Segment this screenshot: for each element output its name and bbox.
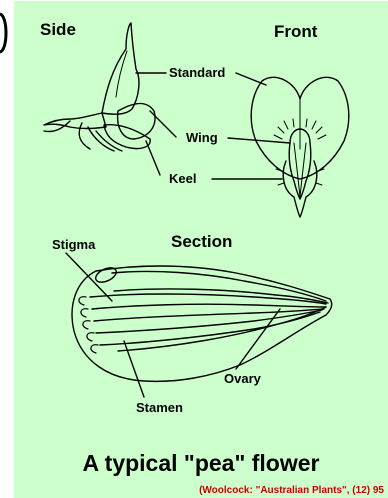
label-stigma: Stigma	[52, 237, 95, 252]
side-view-drawing	[44, 23, 176, 175]
section-view-drawing	[66, 253, 332, 397]
label-ovary: Ovary	[224, 371, 261, 386]
front-view-heading: Front	[274, 22, 317, 42]
diagram-panel: Side Front Section Standard Wing Keel St…	[14, 1, 388, 498]
figure-title: A typical "pea" flower	[14, 450, 388, 477]
front-view-drawing	[212, 73, 349, 217]
label-stamen: Stamen	[136, 400, 183, 415]
label-keel: Keel	[169, 171, 196, 186]
label-wing: Wing	[186, 130, 218, 145]
page-edge-bracket	[0, 10, 10, 56]
side-view-heading: Side	[40, 20, 76, 40]
label-standard: Standard	[169, 65, 225, 80]
section-view-heading: Section	[171, 232, 232, 252]
source-credit: (Woolcock: "Australian Plants", (12) 95	[199, 485, 384, 496]
